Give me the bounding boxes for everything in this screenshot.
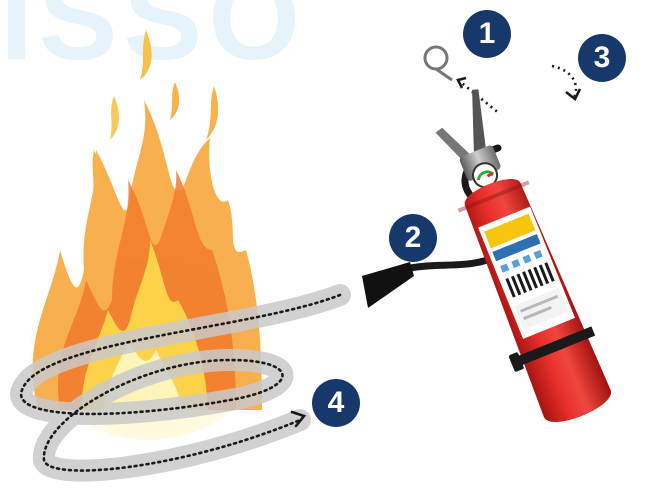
- step-badge-1: 1: [463, 10, 511, 58]
- step-badge-2: 2: [389, 214, 437, 262]
- step-badge-3: 3: [578, 34, 626, 82]
- fire-extinguisher-icon: [411, 82, 621, 433]
- step-badge-4: 4: [312, 379, 360, 427]
- squeeze-arrow: [552, 66, 580, 99]
